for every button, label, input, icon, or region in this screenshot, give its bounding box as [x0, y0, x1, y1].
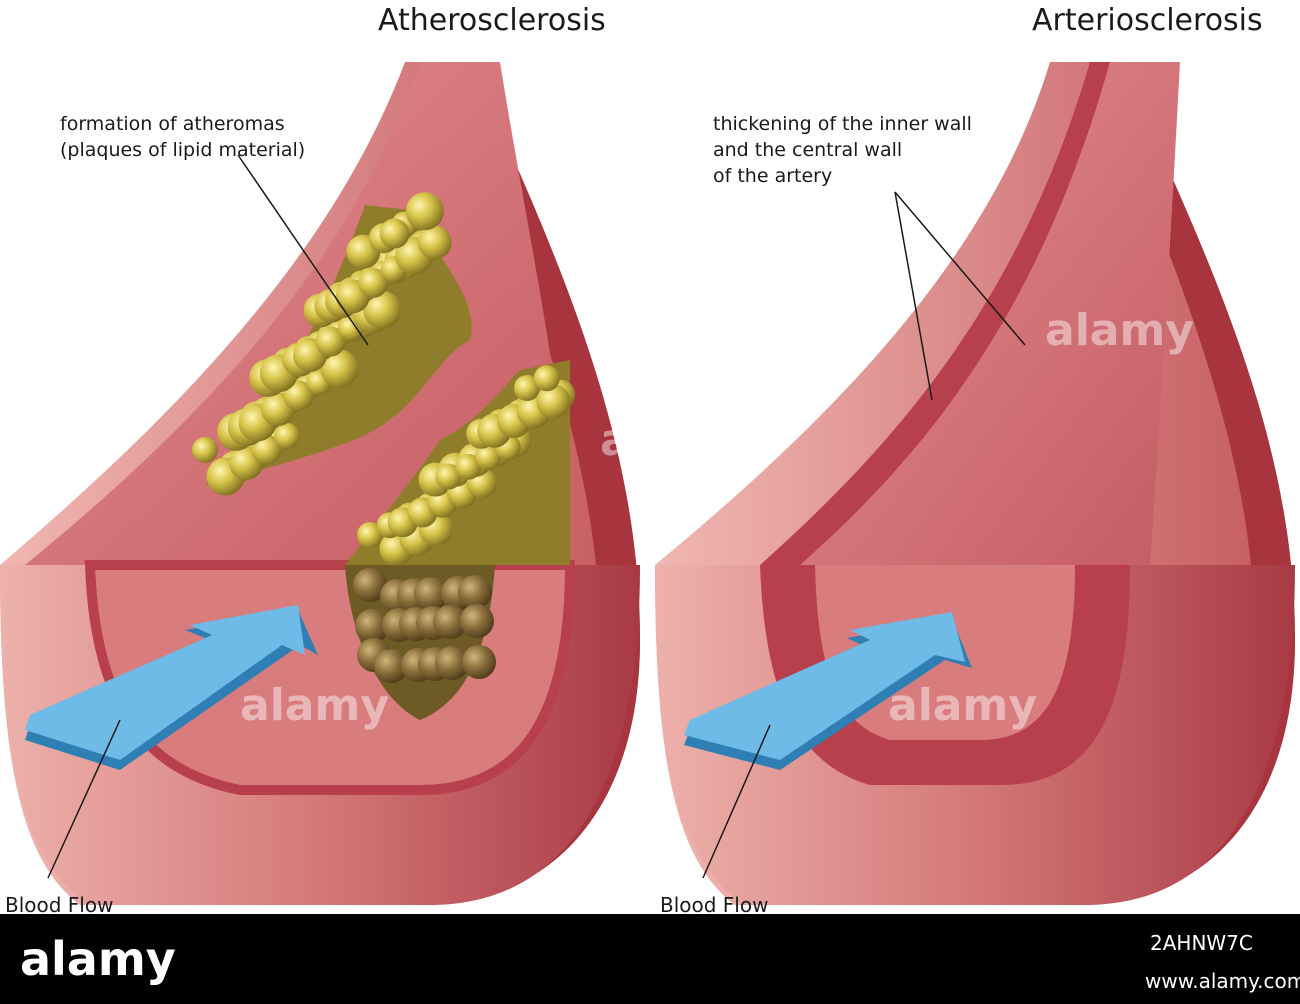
plaque-sphere [417, 225, 452, 260]
title-arteriosclerosis: Arteriosclerosis [1032, 3, 1263, 38]
blood-flow-label-right: Blood Flow [660, 893, 768, 917]
left-plaque-lower [345, 360, 576, 720]
watermark-4: alamy [600, 415, 749, 466]
left-lumen [25, 62, 570, 565]
plaque-label-line2: (plaques of lipid material) [60, 139, 305, 161]
left-blood-flow-arrow [25, 605, 318, 770]
right-lumen [800, 62, 1180, 565]
plaque-sphere [320, 349, 359, 388]
footer-url: www.alamy.com [1145, 969, 1300, 993]
right-middle-wall [760, 62, 1140, 565]
blood-flow-label-left: Blood Flow [5, 893, 113, 917]
wall-label-line3: of the artery [713, 165, 832, 187]
footer-logo: alamy [20, 932, 176, 986]
plaque-sphere [315, 326, 346, 357]
plaque-sphere [355, 609, 389, 643]
footer-image-id: 2AHNW7C [1150, 931, 1253, 955]
plaque-sphere [358, 267, 389, 298]
plaque-sphere [357, 522, 383, 548]
plaque-sphere [433, 605, 467, 639]
plaque-sphere [455, 453, 482, 480]
left-plaque-leader [237, 154, 369, 346]
wall-label-line1: thickening of the inner wall [713, 113, 972, 135]
plaque-label-line1: formation of atheromas [60, 113, 285, 135]
right-blood-flow-arrow [684, 612, 972, 770]
left-plaque-upper [192, 192, 472, 496]
wall-label-line2: and the central wall [713, 139, 902, 161]
plaque-sphere [374, 649, 408, 683]
left-artery [0, 62, 640, 905]
footer-bar: alamy 2AHNW7C www.alamy.com [0, 914, 1300, 1004]
watermark-1: alamy [1045, 305, 1194, 356]
right-artery [655, 62, 1295, 905]
plaque-sphere [192, 437, 218, 463]
plaque-sphere [379, 218, 410, 249]
plaque-sphere [536, 384, 571, 419]
right-flow-leader [702, 724, 771, 879]
watermark-2: alamy [888, 680, 1037, 731]
right-wall-leader-1 [894, 191, 933, 401]
plaque-sphere [514, 375, 540, 401]
plaque-sphere [435, 646, 469, 680]
plaque-sphere [405, 192, 444, 231]
right-wall-leader-2 [894, 191, 1026, 346]
plaque-sphere [475, 444, 501, 470]
watermark-3: alamy [240, 680, 389, 731]
plaque-sphere [435, 463, 462, 490]
title-atherosclerosis: Atherosclerosis [378, 3, 606, 38]
plaque-sphere [274, 423, 300, 449]
left-flow-leader [47, 719, 121, 879]
plaque-sphere [462, 645, 496, 679]
plaque-sphere [414, 577, 448, 611]
plaque-sphere [353, 568, 387, 602]
plaque-sphere [363, 290, 402, 329]
watermarks: alamy alamy alamy alamy [240, 305, 1194, 731]
plaque-sphere [458, 575, 492, 609]
plaque-sphere [460, 604, 494, 638]
footer-background [0, 914, 1300, 1004]
plaque-sphere [251, 434, 282, 465]
plaque-sphere [533, 365, 560, 392]
plaque-sphere [283, 380, 314, 411]
